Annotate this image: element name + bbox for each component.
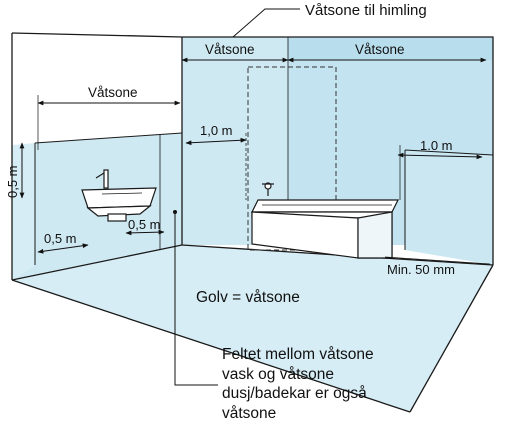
note-line: Feltet mellom våtsone [222,346,374,363]
back-zone-right-label: Våtsone [355,42,405,57]
dimension-lines [19,57,491,265]
back-wall-upper-shade [288,37,493,60]
leader-dot [173,210,177,214]
right-wall-wet-zone [405,150,493,265]
shower-zone-outline [247,66,337,251]
note-line: dusj/badekar er også [222,385,367,402]
back-zone-left-label: Våtsone [205,42,255,57]
floor [12,245,493,412]
bathtub [251,182,399,259]
dim-05-right-label: 0,5 m [128,217,161,232]
dim-05-vertical-label: 0,5 m [5,165,20,198]
sink [81,169,157,222]
floor-label: Golv = våtsone [196,289,300,306]
leader-lines [174,8,300,386]
dim-05-left-label: 0,5 m [44,231,77,246]
min-50-label: Min. 50 mm [387,262,455,277]
ceiling-zone-label: Våtsone til himling [305,2,427,19]
dim-1m-left-label: 1,0 m [200,123,233,138]
dim-1m-right-label: 1.0 m [420,138,453,153]
left-wall-zone-label: Våtsone [88,85,138,100]
note-line: våtsone [222,404,277,422]
note-text: Feltet mellom våtsone vask og våtsone du… [222,345,492,423]
note-line: vask og våtsone [222,365,335,383]
left-wall-lower-band [12,143,35,280]
